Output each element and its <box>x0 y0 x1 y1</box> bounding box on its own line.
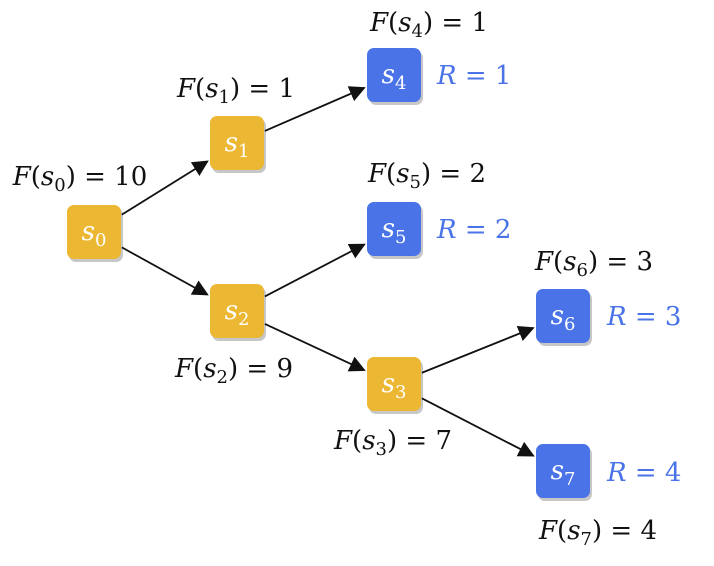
node-box <box>367 357 421 411</box>
node-s3[interactable]: s3 <box>367 357 423 414</box>
node-label: s7 <box>551 456 576 490</box>
reward-label-s7: R = 4 <box>606 458 681 488</box>
flow-label-s6: F(s6) = 3 <box>534 247 653 281</box>
node-s5[interactable]: s5 <box>367 202 423 259</box>
edge-s2-s5 <box>264 243 366 298</box>
flow-label-s2: F(s2) = 9 <box>174 354 293 388</box>
node-label: s5 <box>382 214 407 248</box>
node-box <box>210 116 264 170</box>
node-box <box>536 289 590 343</box>
edge-s3-s7 <box>421 397 535 457</box>
edge-s0-s2 <box>121 246 209 296</box>
node-label: s4 <box>382 60 407 94</box>
node-s4[interactable]: s4 <box>367 48 423 105</box>
edge-s0-s1 <box>121 160 209 216</box>
node-label: s3 <box>382 369 407 403</box>
node-box <box>367 48 421 102</box>
node-s6[interactable]: s6 <box>536 289 592 346</box>
reward-label-s4: R = 1 <box>436 61 511 91</box>
node-s7[interactable]: s7 <box>536 444 592 501</box>
node-label: s2 <box>225 296 250 330</box>
labels-layer: F(s0) = 10 F(s1) = 1 F(s2) = 9 F(s3) = 7 F(s… <box>12 8 682 550</box>
flow-label-s3: F(s3) = 7 <box>333 426 452 460</box>
node-s0[interactable]: s0 <box>67 205 123 262</box>
node-box <box>67 205 121 259</box>
reward-label-s6: R = 3 <box>606 302 681 332</box>
flow-label-s0: F(s0) = 10 <box>12 162 148 196</box>
flow-label-s4: F(s4) = 1 <box>369 8 488 42</box>
edge-s2-s3 <box>264 323 366 372</box>
edge-s1-s4 <box>264 86 366 132</box>
node-box <box>536 444 590 498</box>
node-label: s1 <box>225 128 250 162</box>
edges-layer <box>121 86 535 457</box>
flow-label-s5: F(s5) = 2 <box>367 159 486 193</box>
node-label: s0 <box>82 217 107 251</box>
reward-label-s5: R = 2 <box>436 215 511 245</box>
node-box <box>210 284 264 338</box>
edge-s3-s6 <box>421 325 535 374</box>
node-s1[interactable]: s1 <box>210 116 266 173</box>
node-label: s6 <box>551 301 576 335</box>
nodes-layer: s0 s1 s2 s3 s4 s5 s6 s7 <box>67 48 592 501</box>
flow-label-s1: F(s1) = 1 <box>176 74 295 108</box>
node-s2[interactable]: s2 <box>210 284 266 341</box>
node-box <box>367 202 421 256</box>
flow-label-s7: F(s7) = 4 <box>538 516 657 550</box>
